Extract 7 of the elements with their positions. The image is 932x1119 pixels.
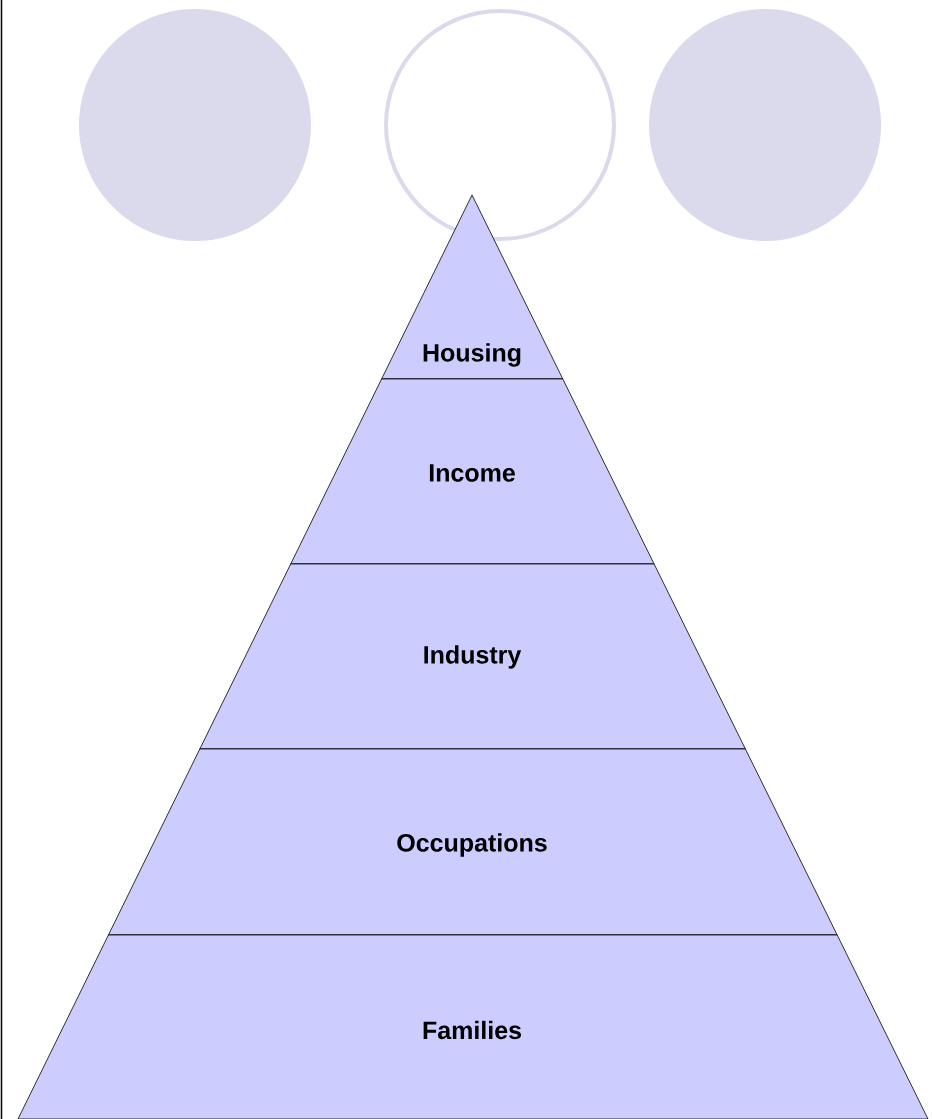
pyramid-band: Families [17, 934, 929, 1119]
circle [649, 9, 881, 241]
circle [384, 9, 616, 241]
pyramid-band: Housing [380, 194, 564, 380]
circle [79, 9, 311, 241]
pyramid-band: Industry [198, 563, 747, 750]
pyramid-band: Occupations [107, 748, 839, 936]
